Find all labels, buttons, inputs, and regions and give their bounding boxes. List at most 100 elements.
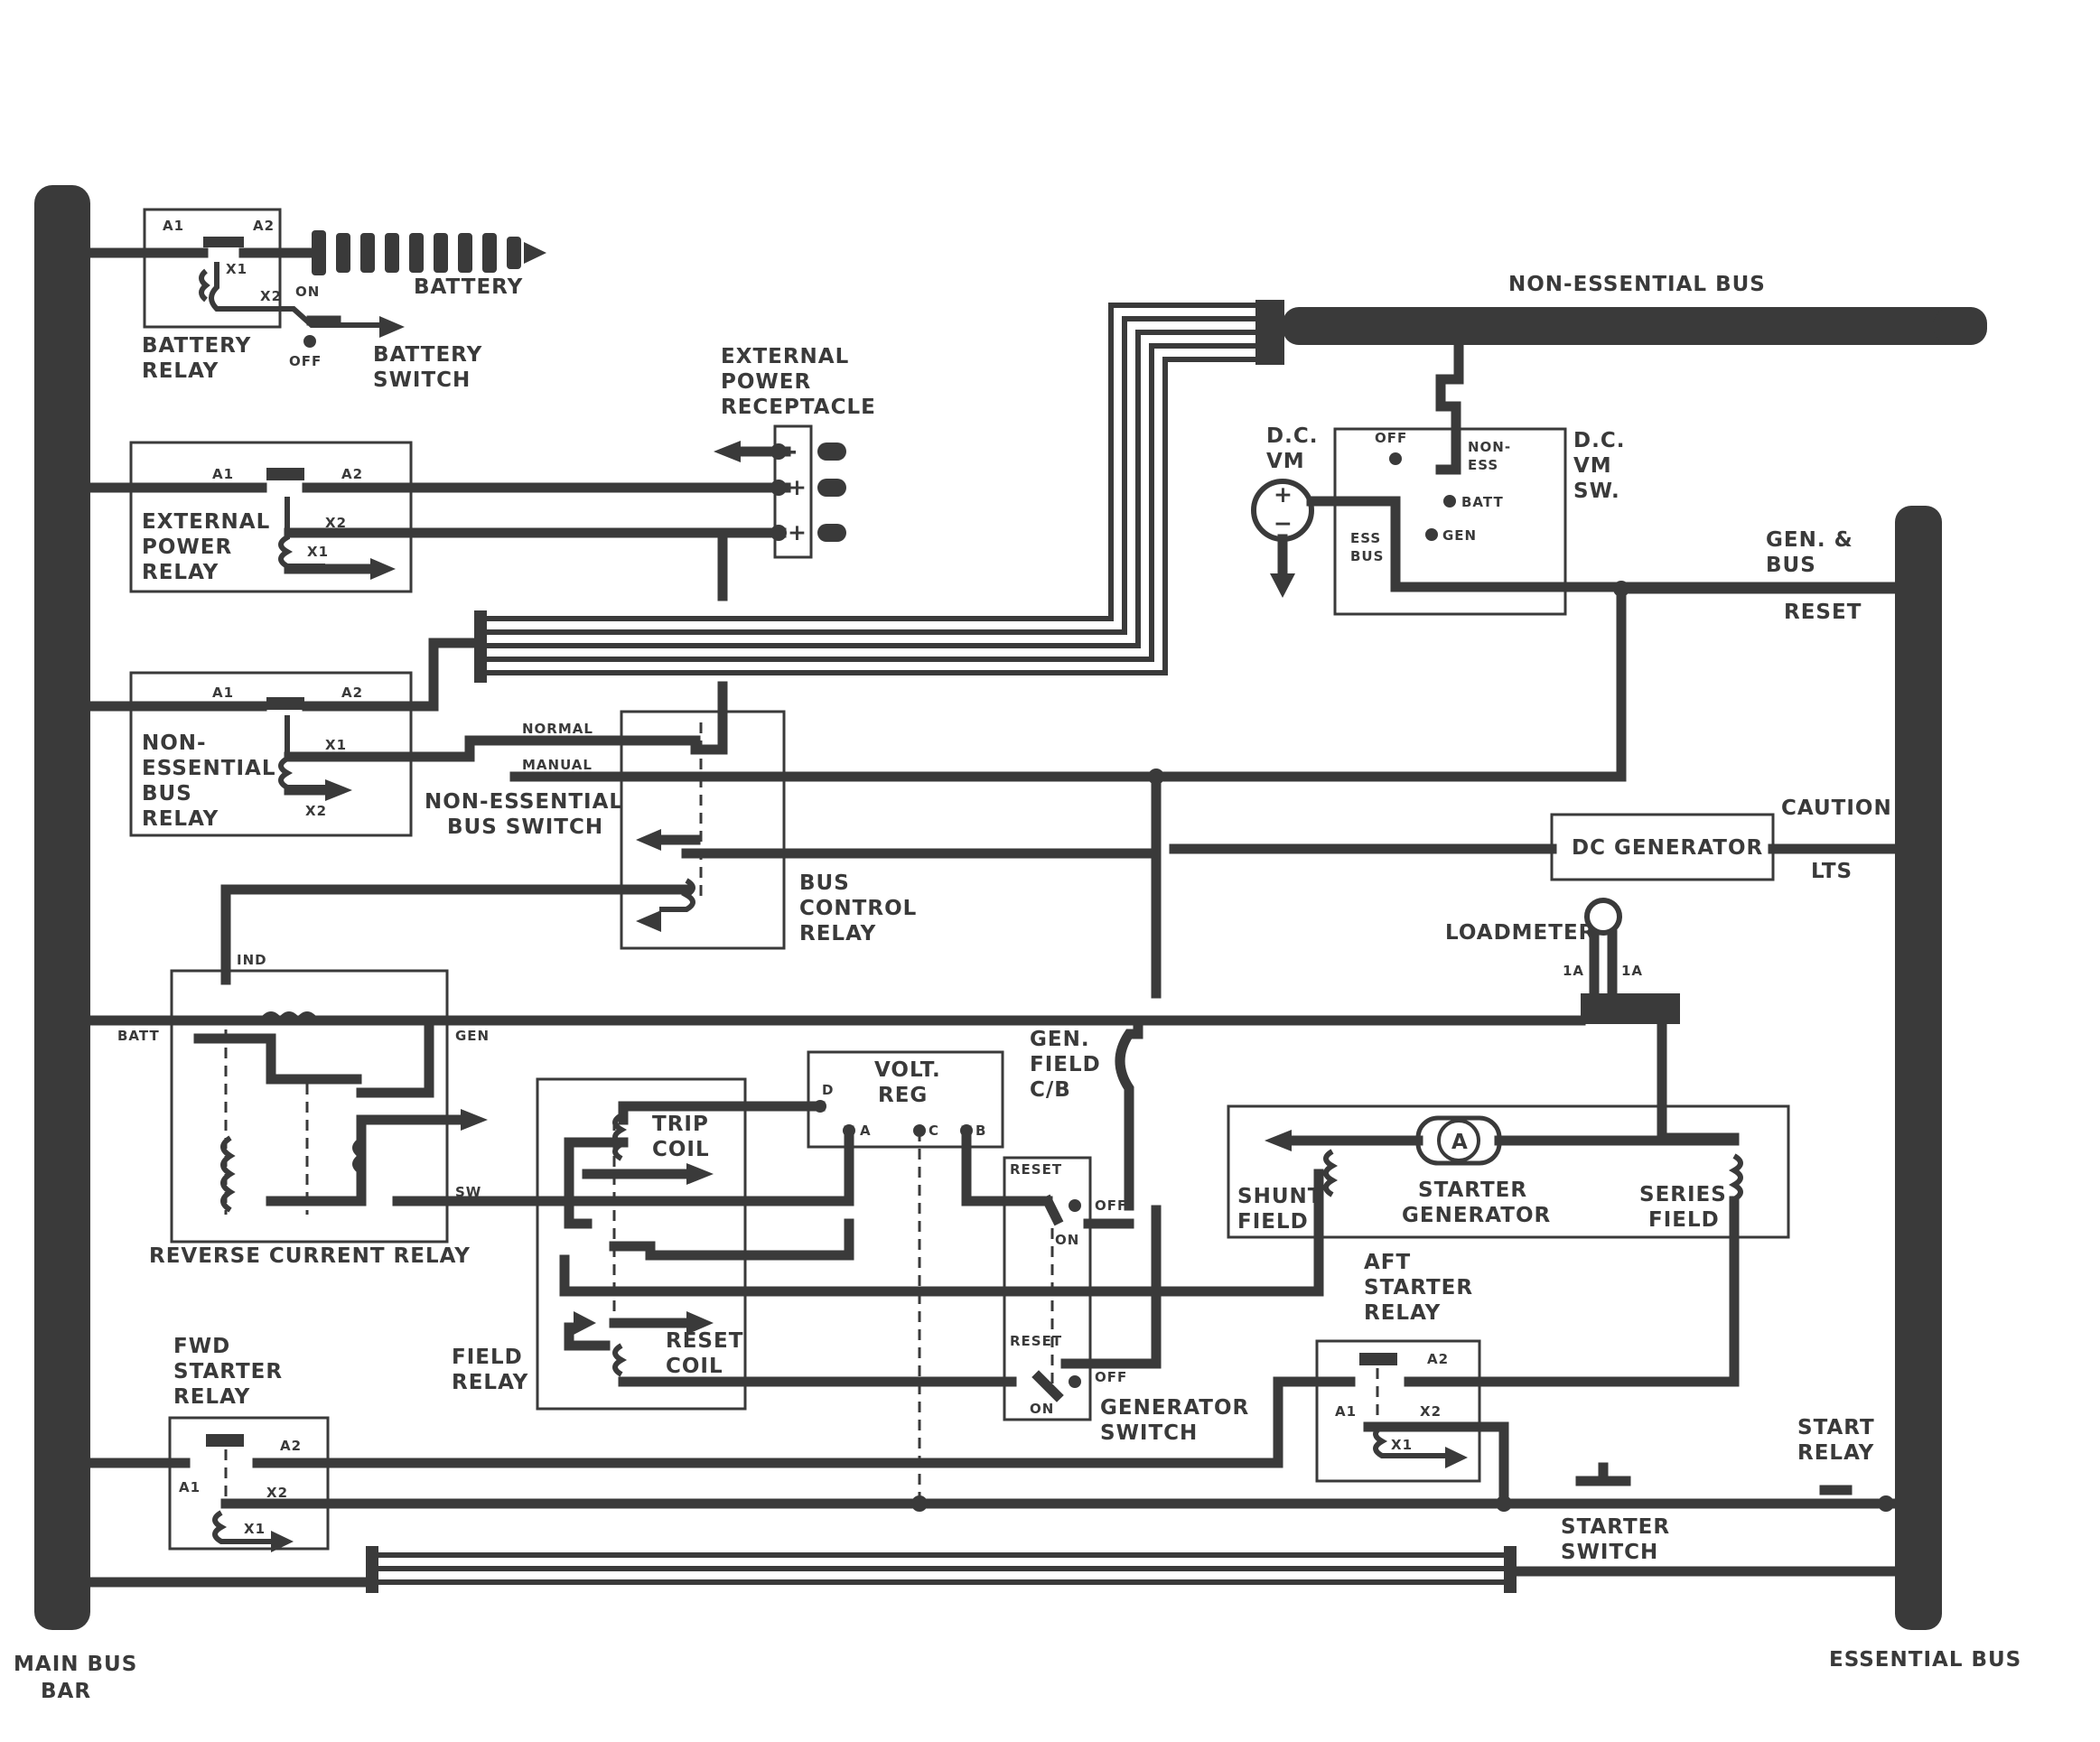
feeder-wire-1 xyxy=(483,303,1255,621)
gen-bus-reset-label-1: GEN. & xyxy=(1766,528,1853,552)
aft-relay-label-2: STARTER xyxy=(1364,1276,1473,1300)
reset-coil-label-2: COIL xyxy=(666,1355,723,1378)
starter-generator-label-2: GENERATOR xyxy=(1402,1204,1551,1227)
receptacle-pin-shape-2 xyxy=(817,479,846,497)
rcr-label: REVERSE CURRENT RELAY xyxy=(149,1244,471,1268)
wire-ne-relay-x1 xyxy=(284,735,511,762)
battery-cell-5 xyxy=(409,233,424,273)
fwd-relay-x2: X2 xyxy=(266,1485,288,1501)
ext-relay-label-3: RELAY xyxy=(142,561,219,584)
rcr-gen: GEN xyxy=(455,1028,490,1044)
reset-coil-arrow-right xyxy=(686,1311,714,1335)
gen-bus-reset: GEN. & BUS RESET xyxy=(1613,528,1862,624)
gen-field-cb: GEN. FIELD C/B xyxy=(1030,1024,1143,1211)
series-field-label-1: SERIES xyxy=(1639,1183,1727,1206)
volt-reg-a: A xyxy=(860,1123,872,1139)
volt-reg-d: D xyxy=(822,1082,834,1098)
fwd-relay-contact xyxy=(206,1434,244,1447)
ne-relay-contact xyxy=(266,697,304,710)
field-relay-mid-wire xyxy=(559,1169,1324,1297)
starter-switch-label-1: STARTER xyxy=(1561,1515,1670,1539)
volt-reg-b-wire xyxy=(961,1125,1053,1206)
series-field-label-2: FIELD xyxy=(1648,1208,1720,1232)
shunt-field-coil xyxy=(1323,1149,1339,1197)
shunt-field-arrow xyxy=(1265,1130,1292,1151)
battery-relay-x2: X2 xyxy=(260,288,282,304)
volt-reg-d-wire xyxy=(618,1101,826,1125)
aft-relay-label-3: RELAY xyxy=(1364,1301,1441,1325)
battery-switch: ON OFF BATTERY SWITCH xyxy=(289,284,482,392)
gen-switch-label-1: GENERATOR xyxy=(1100,1396,1249,1420)
fwd-relay-ground-arrow xyxy=(271,1531,294,1552)
non-essential-bus-feeder xyxy=(474,300,1284,683)
series-field-coil xyxy=(1728,1153,1743,1202)
reset-coil-frame xyxy=(564,1322,611,1351)
fwd-relay-coil xyxy=(212,1510,271,1544)
bus-control-arrow-1 xyxy=(636,829,661,851)
bus-control-relay-box xyxy=(620,710,786,950)
junction-1018 xyxy=(911,1495,928,1512)
gen-bus-reset-label-2: BUS xyxy=(1766,554,1816,577)
loadmeter xyxy=(1584,898,1622,936)
fwd-starter-relay: A1 A2 X2 X1 FWD STARTER RELAY xyxy=(85,1335,1900,1552)
receptacle-pin-shape-1 xyxy=(817,442,846,461)
battery-relay-label-2: RELAY xyxy=(142,359,219,383)
non-essential-bus-cap xyxy=(1933,307,1987,345)
ext-relay-label-2: POWER xyxy=(142,536,232,559)
battery-cell-1 xyxy=(312,230,326,275)
ne-relay-x2: X2 xyxy=(305,803,327,819)
loadmeter-group: LOADMETER 1A 1A xyxy=(1445,898,1680,1143)
battery-switch-label-1: BATTERY xyxy=(373,343,482,367)
main-bus-label-1: MAIN BUS xyxy=(14,1653,137,1676)
gen-switch-reset-top: RESET xyxy=(1010,1161,1062,1178)
battery: BATTERY xyxy=(312,230,546,299)
starter-switch-button xyxy=(1575,1462,1631,1486)
dc-generator-label: DC GENERATOR xyxy=(1572,836,1763,860)
battery-relay-box xyxy=(143,208,282,329)
start-relay: START RELAY xyxy=(1797,1416,1894,1512)
gen-field-cb-label-1: GEN. xyxy=(1030,1028,1090,1051)
battery-switch-off: OFF xyxy=(289,353,322,369)
dc-vm-switch-nonEss-1: NON- xyxy=(1468,439,1511,455)
bottom-connector-left xyxy=(366,1546,378,1593)
gen-bus-reset-label-3: RESET xyxy=(1784,601,1862,624)
starter-switch: STARTER SWITCH xyxy=(1561,1462,1670,1564)
dc-vm-switch-essBus-1: ESS xyxy=(1350,530,1381,546)
ext-relay-label-1: EXTERNAL xyxy=(142,510,270,534)
external-power-relay-box xyxy=(129,441,413,593)
aft-relay-ground-arrow xyxy=(1445,1447,1468,1468)
essential-bus-label: ESSENTIAL BUS xyxy=(1829,1648,2021,1672)
reset-coil-label-1: RESET xyxy=(666,1329,743,1353)
ext-relay-coil xyxy=(278,497,325,569)
fwd-relay-a2: A2 xyxy=(280,1438,302,1454)
start-relay-label-1: START xyxy=(1797,1416,1875,1439)
ne-switch-label-2: BUS SWITCH xyxy=(447,815,603,839)
rcr-out-arrow xyxy=(461,1109,488,1131)
battery-switch-on: ON xyxy=(295,284,320,300)
start-relay-node xyxy=(1878,1495,1894,1512)
dc-vm-ground-arrow xyxy=(1270,573,1295,598)
volt-reg-c: C xyxy=(929,1123,939,1139)
junction-1665 xyxy=(1496,1495,1512,1512)
ne-relay-label-1: NON- xyxy=(142,731,207,755)
rcr-shunt-coil xyxy=(220,1135,236,1213)
wire-ne-relay-to-feeder xyxy=(302,638,484,712)
non-essential-bus-switch: NORMAL MANUAL NON-ESSENTIAL BUS SWITCH xyxy=(425,583,1900,839)
field-relay-box xyxy=(536,1077,747,1411)
aft-relay-x2: X2 xyxy=(1420,1403,1442,1420)
receptacle-node-1 xyxy=(770,443,787,460)
starter-generator-armature-circle xyxy=(1437,1119,1480,1162)
caution-label: CAUTION xyxy=(1781,796,1892,820)
starter-generator: A STARTER GENERATOR SHUNT FIELD SERIES F… xyxy=(1227,1104,1790,1239)
dc-vm-switch-gen-dot xyxy=(1425,528,1438,541)
battery-switch-off-dot xyxy=(303,335,316,348)
battery-switch-ground-arrow xyxy=(379,316,405,338)
trip-coil-arrow xyxy=(686,1163,714,1185)
aft-relay-box xyxy=(1315,1339,1481,1483)
gen-switch-top-lever xyxy=(1041,1194,1064,1226)
receptacle-pin-1: - xyxy=(788,438,798,464)
fwd-relay-a1: A1 xyxy=(179,1479,201,1495)
loadmeter-shunt xyxy=(1581,993,1680,1024)
battery-cell-6 xyxy=(434,233,448,273)
